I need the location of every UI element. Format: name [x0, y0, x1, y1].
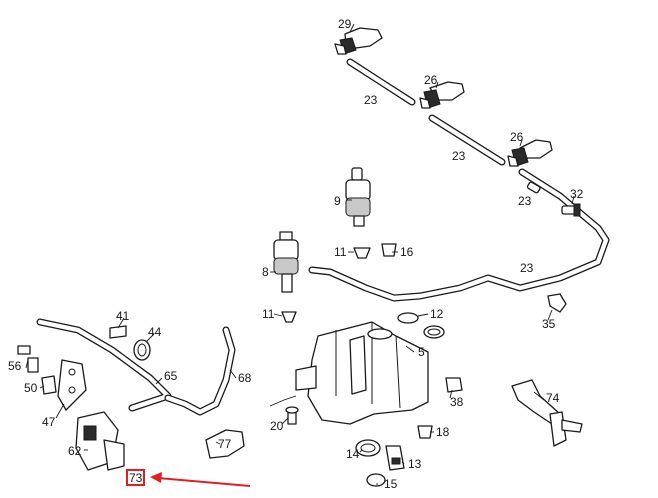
- seal-14: [355, 439, 381, 457]
- callout-18: 18: [436, 425, 450, 439]
- callout-23: 23: [518, 194, 532, 208]
- callout-65: 65: [164, 369, 178, 383]
- grommet-44: [133, 339, 151, 361]
- callout-26: 26: [510, 130, 524, 144]
- callout-77: 77: [218, 437, 232, 451]
- bracket-74: [511, 379, 583, 447]
- callout-5: 5: [418, 345, 425, 359]
- callout-20: 20: [270, 419, 284, 433]
- callout-62: 62: [68, 444, 82, 458]
- callout-26: 26: [424, 73, 438, 87]
- leader-lines: [25, 23, 575, 485]
- callout-11: 11: [334, 245, 347, 259]
- hose-connector-32: [561, 203, 581, 217]
- callout-12: 12: [430, 307, 444, 321]
- callout-68: 68: [238, 371, 252, 385]
- cap-15: [366, 473, 386, 487]
- clip-41: [109, 325, 127, 339]
- callout-15: 15: [384, 477, 398, 491]
- grommet-16: [381, 243, 397, 257]
- washer-pump-8: [273, 231, 299, 293]
- callout-11: 11: [262, 307, 275, 321]
- callout-labels: 29 26 26 23 23 23 23 32 9 8 11 11 16 12 …: [8, 17, 584, 491]
- callout-50: 50: [24, 381, 38, 395]
- washer-pump-9: [345, 167, 371, 227]
- callout-35: 35: [542, 317, 556, 331]
- grommet-11-upper: [353, 247, 371, 259]
- screw-20: [285, 406, 299, 425]
- callout-23: 23: [452, 149, 466, 163]
- washer-reservoir-5: [295, 321, 429, 425]
- sensor-13: [385, 445, 405, 471]
- callout-13: 13: [408, 457, 422, 471]
- callout-29: 29: [338, 17, 352, 31]
- washer-nozzle-26b: [507, 139, 553, 167]
- clip-35: [547, 293, 567, 313]
- callout-9: 9: [334, 194, 341, 208]
- callout-23: 23: [364, 93, 378, 107]
- filler-cap-12: [397, 312, 445, 339]
- bracket-47: [57, 359, 87, 411]
- nozzle-hose: [308, 58, 610, 302]
- callout-32: 32: [570, 187, 584, 201]
- callout-47: 47: [42, 415, 56, 429]
- washer-nozzle-29: [334, 27, 383, 55]
- callout-56: 56: [8, 359, 22, 373]
- grommet-11-lower: [281, 311, 297, 323]
- callout-8: 8: [262, 265, 269, 279]
- tie-77: [205, 429, 245, 459]
- washer-nozzle-26a: [419, 81, 465, 109]
- callout-23: 23: [520, 261, 534, 275]
- pump-62: [75, 411, 125, 471]
- callout-41: 41: [116, 309, 130, 323]
- hose-65: [36, 318, 236, 416]
- sensor-56: [17, 345, 39, 373]
- callout-14: 14: [346, 447, 360, 461]
- grommet-18: [417, 425, 433, 439]
- callout-16: 16: [400, 245, 414, 259]
- highlight-73: [126, 469, 251, 487]
- clip-38: [445, 377, 463, 393]
- callout-44: 44: [148, 325, 162, 339]
- clip-50: [41, 375, 57, 395]
- callout-38: 38: [450, 395, 464, 409]
- hose-connector-23: [526, 181, 541, 194]
- callout-73: 73: [129, 471, 143, 485]
- callout-74: 74: [546, 391, 560, 405]
